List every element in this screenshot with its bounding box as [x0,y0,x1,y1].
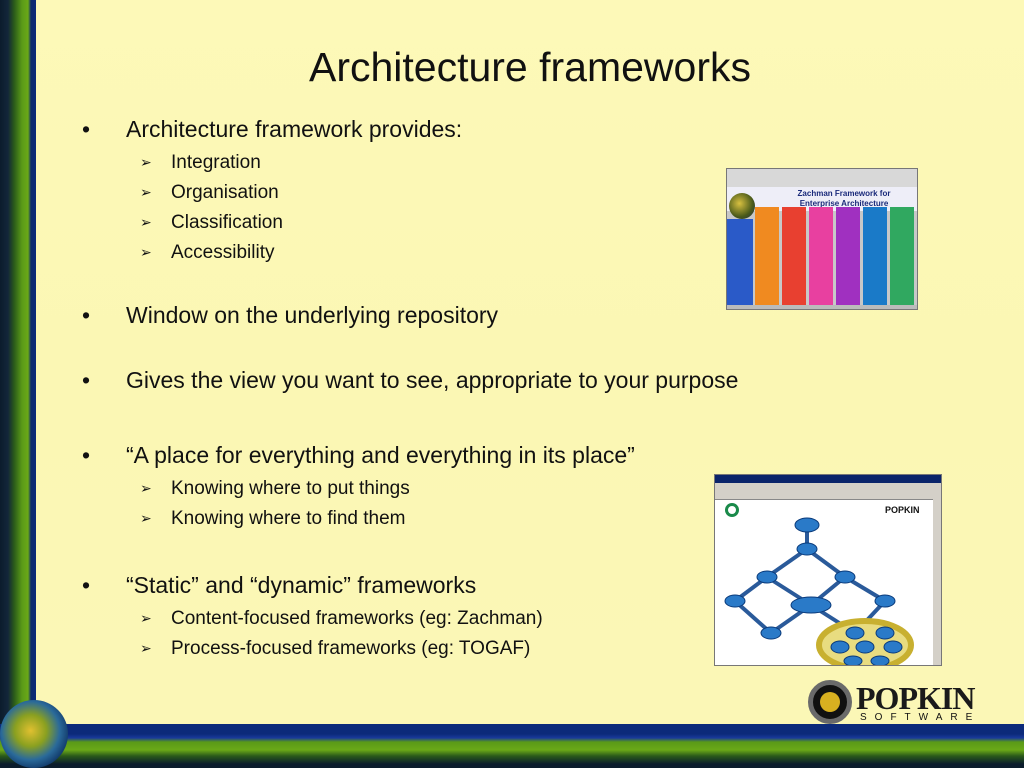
slide-title: Architecture frameworks [308,44,751,90]
bullet-icon: • [82,116,91,142]
togaf-diagram [724,517,914,665]
logo-name: POPKIN [856,680,975,716]
arrow-icon: ➢ [140,510,152,526]
window-toolbar [727,169,917,188]
left-decor-band [0,0,36,768]
scrollbar [933,499,941,665]
zachman-column [863,207,887,305]
globe-icon [729,193,755,219]
zachman-screenshot: Zachman Framework for Enterprise Archite… [726,168,918,310]
logo-tagline: SOFTWARE [860,712,981,723]
zachman-column [782,207,806,305]
bullet-icon: • [82,442,91,468]
togaf-screenshot: POPKIN [714,474,942,666]
arrow-icon: ➢ [140,214,152,230]
corner-globe-icon [0,700,68,768]
bullet-icon: • [82,302,91,328]
bottom-decor-band [0,724,1024,768]
slide: Architecture frameworks • Architecture f… [36,0,1024,724]
bullet-icon: • [82,572,91,598]
zachman-column [809,207,833,305]
bullet-icon: • [82,367,91,393]
popkin-logo: POPKIN SOFTWARE [808,680,982,726]
arrow-icon: ➢ [140,184,152,200]
arrow-icon: ➢ [140,480,152,496]
arrow-icon: ➢ [140,640,152,656]
window-titlebar [715,475,941,483]
window-toolbar [715,483,941,500]
popkin-mini-logo: POPKIN [885,505,920,515]
arrow-icon: ➢ [140,610,152,626]
arrow-icon: ➢ [140,244,152,260]
open-group-icon [725,503,739,517]
zachman-column [836,207,860,305]
zachman-column [890,207,914,305]
arrow-icon: ➢ [140,154,152,170]
bullet-text: Architecture framework provides: [126,116,463,142]
zachman-title: Zachman Framework for Enterprise Archite… [797,189,891,208]
popkin-logo-icon [808,680,852,724]
zachman-column [755,207,779,305]
